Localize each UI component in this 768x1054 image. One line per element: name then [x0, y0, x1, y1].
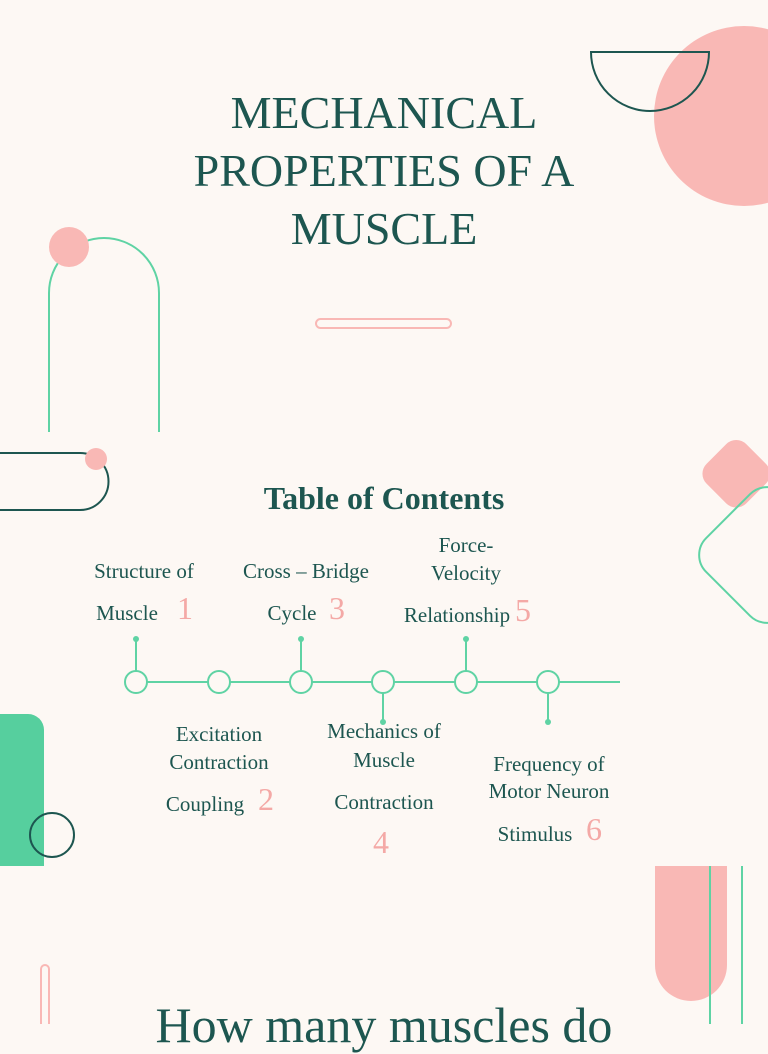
toc-item-5-line-3: Relationship	[403, 603, 511, 627]
mint-diamond-outline	[698, 486, 768, 624]
mint-block	[0, 714, 44, 866]
timeline-node-3	[289, 670, 313, 694]
toc-item-6-line-3: Stimulus	[497, 822, 573, 846]
toc-item-6-number: 6	[586, 811, 602, 847]
timeline-node-6	[536, 670, 560, 694]
next-slide-heading: How many muscles do	[155, 997, 613, 1053]
timeline-node-2	[207, 670, 231, 694]
toc-item-2-line-1: Excitation	[175, 722, 263, 746]
toc-item-2-number: 2	[258, 781, 274, 817]
toc-item-5-number: 5	[515, 592, 531, 628]
dark-half-circle-outline	[589, 51, 711, 112]
pink-dot-arch	[49, 227, 89, 267]
dark-circle-outline	[29, 812, 75, 858]
timeline-node-5	[454, 670, 478, 694]
decorative-shapes	[0, 26, 768, 1024]
toc-item-1-number: 1	[177, 590, 193, 626]
title-line-3: MUSCLE	[290, 203, 478, 254]
toc-item-5-line-1: Force-	[438, 533, 494, 557]
toc-item-1-line-2: Muscle	[96, 601, 158, 625]
connector-dot-5	[463, 636, 469, 642]
toc-item-3-line-1: Cross – Bridge	[243, 559, 369, 583]
connector-dot-6	[545, 719, 551, 725]
toc-item-2-line-2: Contraction	[169, 750, 269, 774]
connector-dot-1	[133, 636, 139, 642]
slide-title: MECHANICAL PROPERTIES OF A MUSCLE	[84, 84, 684, 258]
connector-dot-3	[298, 636, 304, 642]
title-line-2: PROPERTIES OF A	[193, 145, 575, 196]
toc-item-5-line-2: Velocity	[431, 561, 501, 585]
pink-thin-pill	[40, 964, 50, 1024]
timeline-node-1	[124, 670, 148, 694]
toc-item-3-line-2: Cycle	[267, 601, 317, 625]
toc-item-4-line-2: Muscle	[353, 748, 415, 772]
toc-item-4-line-1: Mechanics of	[327, 719, 441, 743]
toc-timeline	[124, 636, 620, 725]
toc-item-6-line-1: Frequency of	[493, 752, 605, 776]
pink-dot-pill	[85, 448, 107, 470]
toc-item-3-number: 3	[329, 590, 345, 626]
toc-item-2-line-3: Coupling	[165, 792, 245, 816]
title-divider-pill	[315, 318, 452, 329]
timeline-node-4	[371, 670, 395, 694]
toc-item-4-line-3: Contraction	[334, 790, 434, 814]
pink-circle-large	[654, 26, 768, 206]
toc-item-4-number: 4	[373, 824, 389, 860]
toc-item-1-line-1: Structure of	[94, 559, 194, 583]
toc-heading: Table of Contents	[263, 480, 505, 516]
mint-arch-outline	[48, 237, 160, 432]
toc-item-6-line-2: Motor Neuron	[488, 779, 610, 803]
connector-dot-4	[380, 719, 386, 725]
title-line-1: MECHANICAL	[230, 87, 538, 138]
